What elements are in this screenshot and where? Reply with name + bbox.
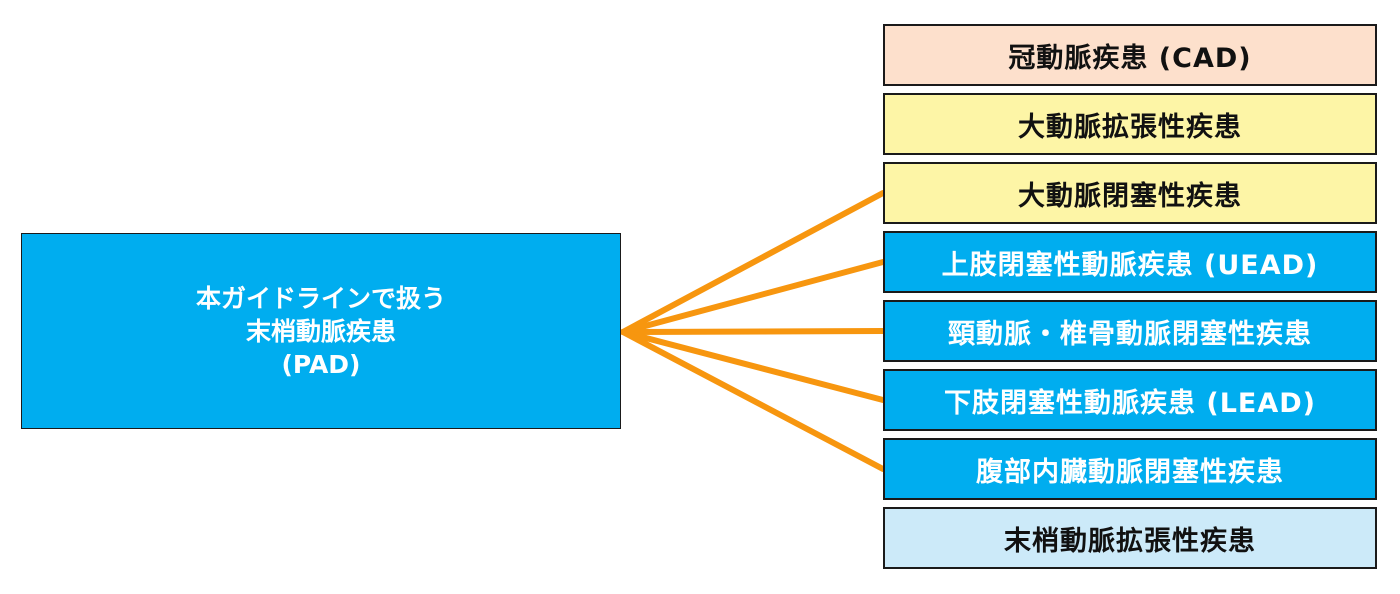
category-box: 冠動脈疾患 (CAD) [883,24,1377,86]
category-label: 大動脈拡張性疾患 [1018,111,1242,143]
connector-line [620,329,886,403]
category-box: 大動脈拡張性疾患 [883,93,1377,155]
category-box: 大動脈閉塞性疾患 [883,162,1377,224]
category-label: 下肢閉塞性動脈疾患 (LEAD) [943,387,1317,419]
category-label: 上肢閉塞性動脈疾患 (UEAD) [941,249,1319,281]
category-box: 上肢閉塞性動脈疾患 (UEAD) [883,231,1377,293]
connector-line [620,329,886,472]
connector-line [620,328,886,335]
category-label: 冠動脈疾患 (CAD) [1008,42,1252,74]
connector-line [620,190,886,335]
connector-line [620,259,886,335]
category-label: 大動脈閉塞性疾患 [1018,180,1242,212]
category-label: 腹部内臓動脈閉塞性疾患 [976,456,1284,488]
category-label: 頸動脈・椎骨動脈閉塞性疾患 [948,318,1312,350]
pad-root-box: 本ガイドラインで扱う 末梢動脈疾患 (PAD) [21,233,621,429]
category-box: 腹部内臓動脈閉塞性疾患 [883,438,1377,500]
category-box: 下肢閉塞性動脈疾患 (LEAD) [883,369,1377,431]
root-title-line-3: (PAD) [281,349,361,379]
root-title-line-2: 末梢動脈疾患 [245,316,396,346]
root-title-line-1: 本ガイドラインで扱う [195,283,446,313]
category-box: 頸動脈・椎骨動脈閉塞性疾患 [883,300,1377,362]
category-label: 末梢動脈拡張性疾患 [1004,525,1256,557]
category-box: 末梢動脈拡張性疾患 [883,507,1377,569]
